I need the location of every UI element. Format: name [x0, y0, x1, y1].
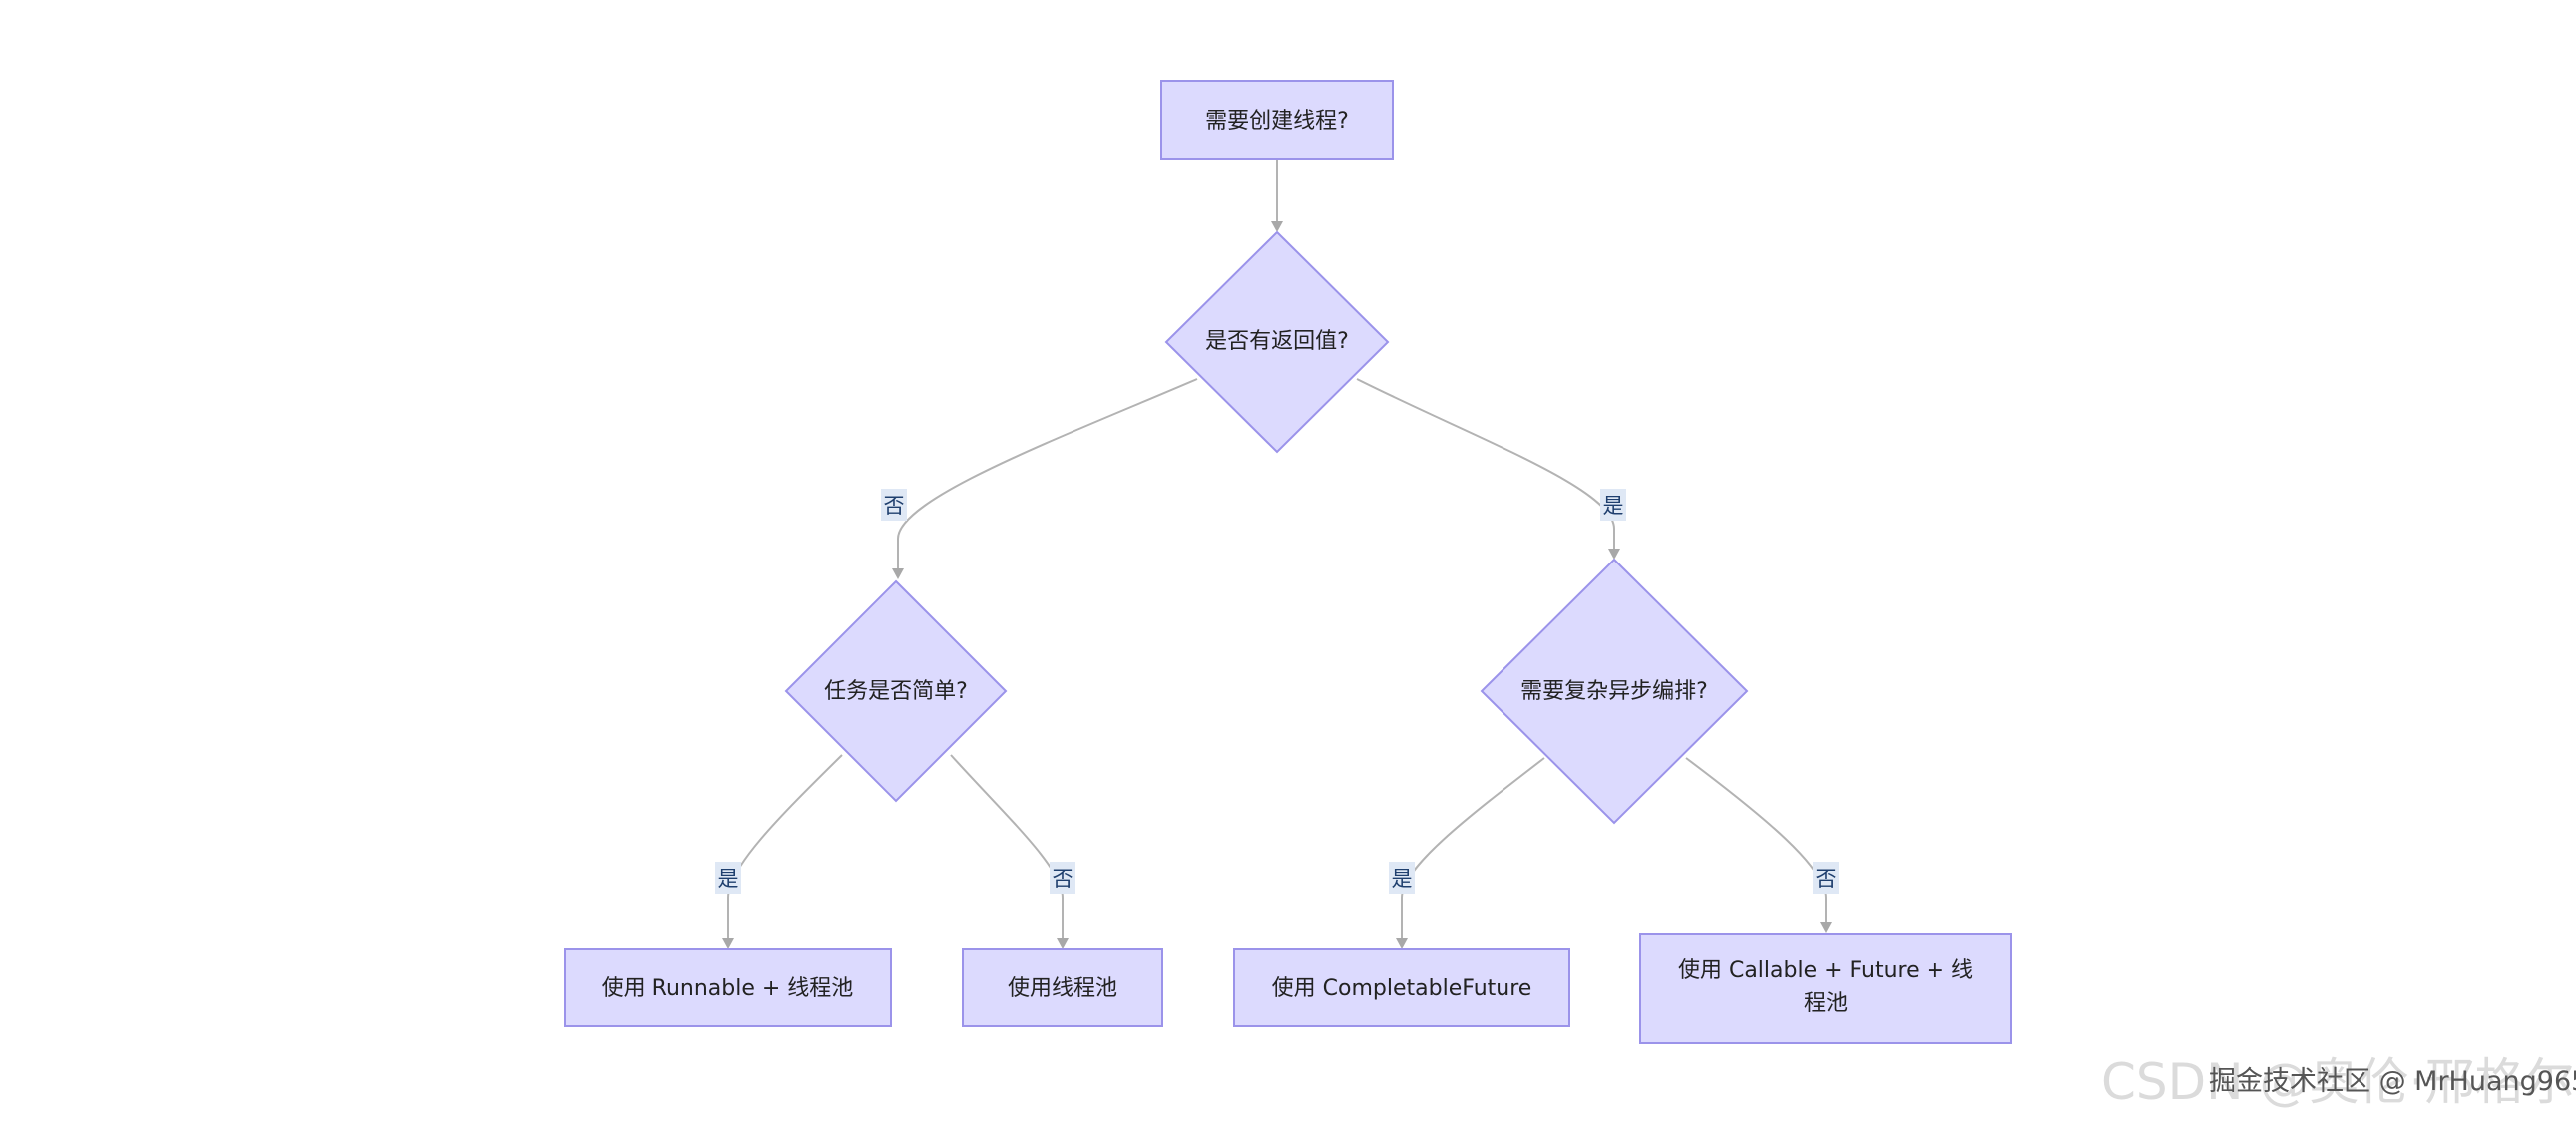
edge-has-return-yes [1356, 378, 1615, 549]
edge-task-simple-yes [727, 754, 843, 938]
node-task-simple-label: 任务是否简单? [824, 679, 968, 704]
node-callable-future: 使用 Callable + Future + 线 程池 [1639, 933, 2012, 1044]
arrowhead [1608, 549, 1620, 560]
node-start-label: 需要创建线程? [1205, 109, 1349, 134]
edge-label-has-return-no: 否 [881, 489, 907, 521]
edge-complex-async-no [1685, 757, 1827, 922]
edge-label-complex-async-no: 否 [1813, 862, 1839, 894]
edge-label-text: 是 [1392, 867, 1413, 891]
edge-label-task-simple-no: 否 [1050, 862, 1075, 894]
edge-label-text: 否 [884, 494, 905, 518]
edge-task-simple-no [950, 754, 1064, 938]
node-has-return: 是否有返回值? [1164, 230, 1390, 454]
node-task-simple: 任务是否简单? [784, 579, 1008, 803]
node-runnable-pool: 使用 Runnable + 线程池 [564, 948, 892, 1027]
node-callable-future-label-line1: 使用 Callable + Future + 线 [1678, 958, 1973, 983]
edge-label-task-simple-yes: 是 [715, 862, 741, 894]
arrowhead [1820, 922, 1832, 933]
node-complex-async: 需要复杂异步编排? [1480, 558, 1749, 825]
node-start: 需要创建线程? [1160, 80, 1394, 160]
node-has-return-label: 是否有返回值? [1205, 329, 1349, 354]
edge-label-has-return-yes: 是 [1600, 489, 1626, 521]
arrowhead [1396, 938, 1408, 949]
arrowhead [722, 938, 734, 949]
edge-label-text: 是 [718, 867, 739, 891]
node-complex-async-label: 需要复杂异步编排? [1520, 679, 1708, 704]
node-callable-future-label-line2: 程池 [1804, 991, 1848, 1016]
edge-complex-async-yes [1401, 757, 1545, 938]
node-completable-future-label: 使用 CompletableFuture [1272, 976, 1532, 1001]
watermark-juejin: 掘金技术社区 @ MrHuang965 [2209, 1066, 2576, 1097]
node-thread-pool-label: 使用线程池 [1008, 976, 1117, 1001]
arrowhead [1057, 938, 1069, 949]
edge-label-text: 否 [1053, 867, 1073, 891]
node-runnable-pool-label: 使用 Runnable + 线程池 [602, 976, 854, 1001]
edge-has-return-no [897, 378, 1198, 568]
edge-label-text: 是 [1603, 494, 1624, 518]
arrowhead [1271, 221, 1283, 232]
arrowhead [892, 568, 904, 579]
edge-label-complex-async-yes: 是 [1389, 862, 1415, 894]
node-thread-pool: 使用线程池 [962, 948, 1163, 1027]
watermark-csdn: CSDN @奥伦·邢格尔 [2101, 1053, 2574, 1111]
node-completable-future: 使用 CompletableFuture [1233, 948, 1570, 1027]
edge-label-text: 否 [1816, 867, 1837, 891]
